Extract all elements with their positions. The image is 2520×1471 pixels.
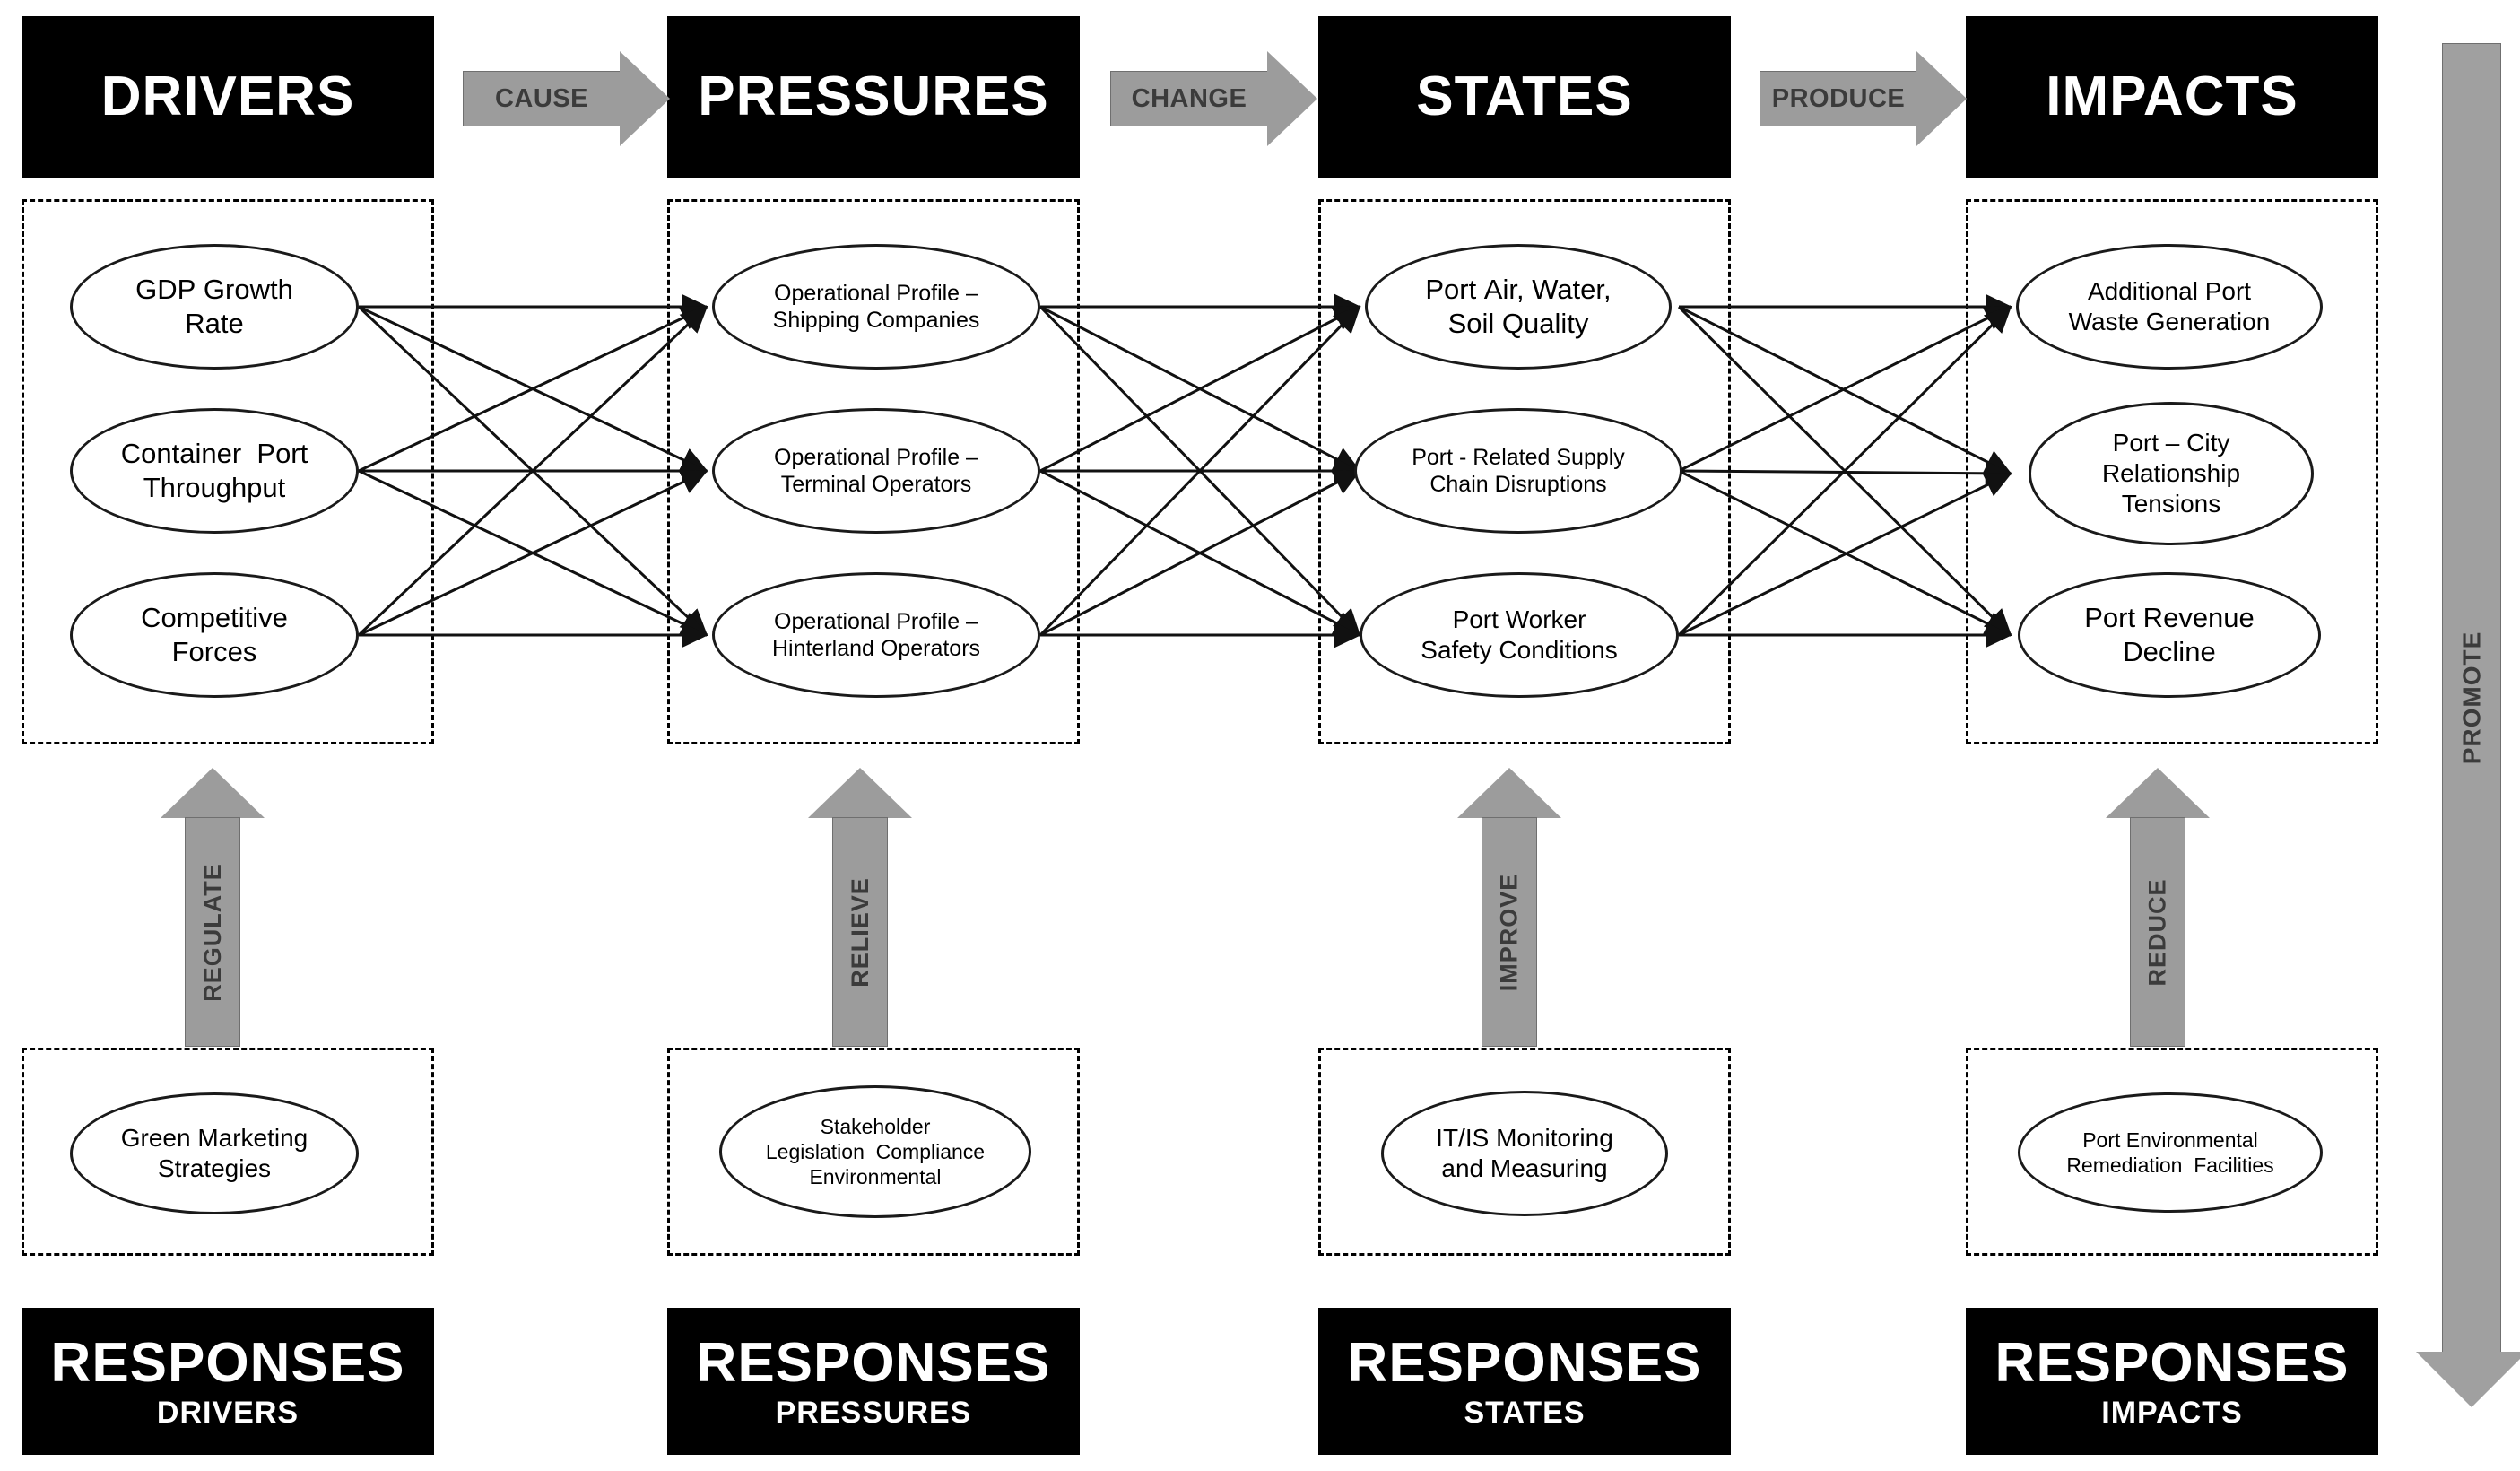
- transition-arrow-label: CHANGE: [1131, 83, 1247, 113]
- response-arrow-regulate: REGULATE: [161, 768, 265, 1047]
- stage-header-label: DRIVERS: [100, 65, 355, 128]
- pressure-node-operational-profile[interactable]: Operational Profile –Hinterland Operator…: [712, 572, 1040, 698]
- arrow-shaft: REDUCE: [2130, 817, 2185, 1047]
- responses-drivers-panel: [22, 1048, 434, 1256]
- response-footer-title: RESPONSES: [696, 1331, 1051, 1394]
- node-label: Operational Profile –Hinterland Operator…: [771, 608, 981, 662]
- arrow-shaft: CHANGE: [1110, 71, 1268, 126]
- arrow-shaft: IMPROVE: [1482, 817, 1537, 1047]
- response-arrow-improve: IMPROVE: [1457, 768, 1561, 1047]
- responses-states-panel: [1318, 1048, 1731, 1256]
- arrow-head-icon: [1457, 768, 1561, 818]
- response-footer-subtitle: IMPACTS: [2101, 1395, 2243, 1430]
- arrow-head-icon: [1267, 51, 1317, 146]
- response-arrow-label: RELIEVE: [846, 876, 873, 988]
- arrow-shaft: REGULATE: [185, 817, 240, 1047]
- arrow-head-icon: [2416, 1352, 2520, 1407]
- arrow-head-icon: [620, 51, 670, 146]
- arrow-shaft: RELIEVE: [832, 817, 888, 1047]
- pressure-node-operational-profile[interactable]: Operational Profile –Terminal Operators: [712, 408, 1040, 534]
- arrow-head-icon: [161, 768, 265, 818]
- response-footer-title: RESPONSES: [1994, 1331, 2350, 1394]
- promote-arrow: PROMOTE: [2416, 43, 2520, 1407]
- stage-header-label: PRESSURES: [698, 65, 1049, 128]
- pressure-node-operational-profile[interactable]: Operational Profile –Shipping Companies: [712, 244, 1040, 370]
- link-c1-2-0: [1038, 305, 1361, 637]
- node-label: Operational Profile –Shipping Companies: [772, 280, 980, 334]
- stage-header-label: STATES: [1416, 65, 1633, 128]
- stage-header-impacts: IMPACTS: [1966, 16, 2378, 178]
- arrow-head-icon: [2106, 768, 2210, 818]
- transition-arrow-label: CAUSE: [494, 83, 588, 113]
- node-label: Port Air, Water,Soil Quality: [1425, 274, 1612, 339]
- promote-arrow-label: PROMOTE: [2457, 631, 2485, 765]
- stage-header-label: IMPACTS: [2046, 65, 2298, 128]
- link-c1-2-1: [1039, 469, 1361, 637]
- arrow-shaft: CAUSE: [463, 71, 621, 126]
- responses-impacts-panel: [1966, 1048, 2378, 1256]
- response-footer-subtitle: PRESSURES: [775, 1395, 972, 1430]
- arrow-head-icon: [808, 768, 912, 818]
- response-arrow-relieve: RELIEVE: [808, 768, 912, 1047]
- responses-pressures-panel: [667, 1048, 1080, 1256]
- stage-header-drivers: DRIVERS: [22, 16, 434, 178]
- response-footer-subtitle: DRIVERS: [156, 1395, 300, 1430]
- transition-arrow-produce: PRODUCE: [1760, 51, 1967, 146]
- link-c1-1-0: [1039, 305, 1361, 473]
- link-c1-0-2: [1038, 305, 1361, 637]
- stage-header-states: STATES: [1318, 16, 1731, 178]
- response-arrow-reduce: REDUCE: [2106, 768, 2210, 1047]
- response-footer-title: RESPONSES: [50, 1331, 405, 1394]
- arrow-shaft: PROMOTE: [2442, 43, 2501, 1353]
- response-arrow-label: REDUCE: [2143, 877, 2171, 987]
- arrow-head-icon: [1916, 51, 1967, 146]
- response-arrow-label: REGULATE: [198, 862, 226, 1002]
- state-node-port-air-water[interactable]: Port Air, Water,Soil Quality: [1365, 244, 1672, 370]
- response-footer-subtitle: STATES: [1464, 1395, 1586, 1430]
- response-arrow-label: IMPROVE: [1495, 873, 1523, 991]
- stage-header-pressures: PRESSURES: [667, 16, 1080, 178]
- node-label: Operational Profile –Terminal Operators: [774, 444, 978, 498]
- link-c1-1-2: [1039, 469, 1361, 637]
- transition-arrow-cause: CAUSE: [463, 51, 670, 146]
- link-c1-0-1: [1039, 305, 1361, 473]
- response-footer-title: RESPONSES: [1347, 1331, 1702, 1394]
- transition-arrow-label: PRODUCE: [1771, 83, 1906, 113]
- transition-arrow-change: CHANGE: [1110, 51, 1317, 146]
- arrow-shaft: PRODUCE: [1760, 71, 1917, 126]
